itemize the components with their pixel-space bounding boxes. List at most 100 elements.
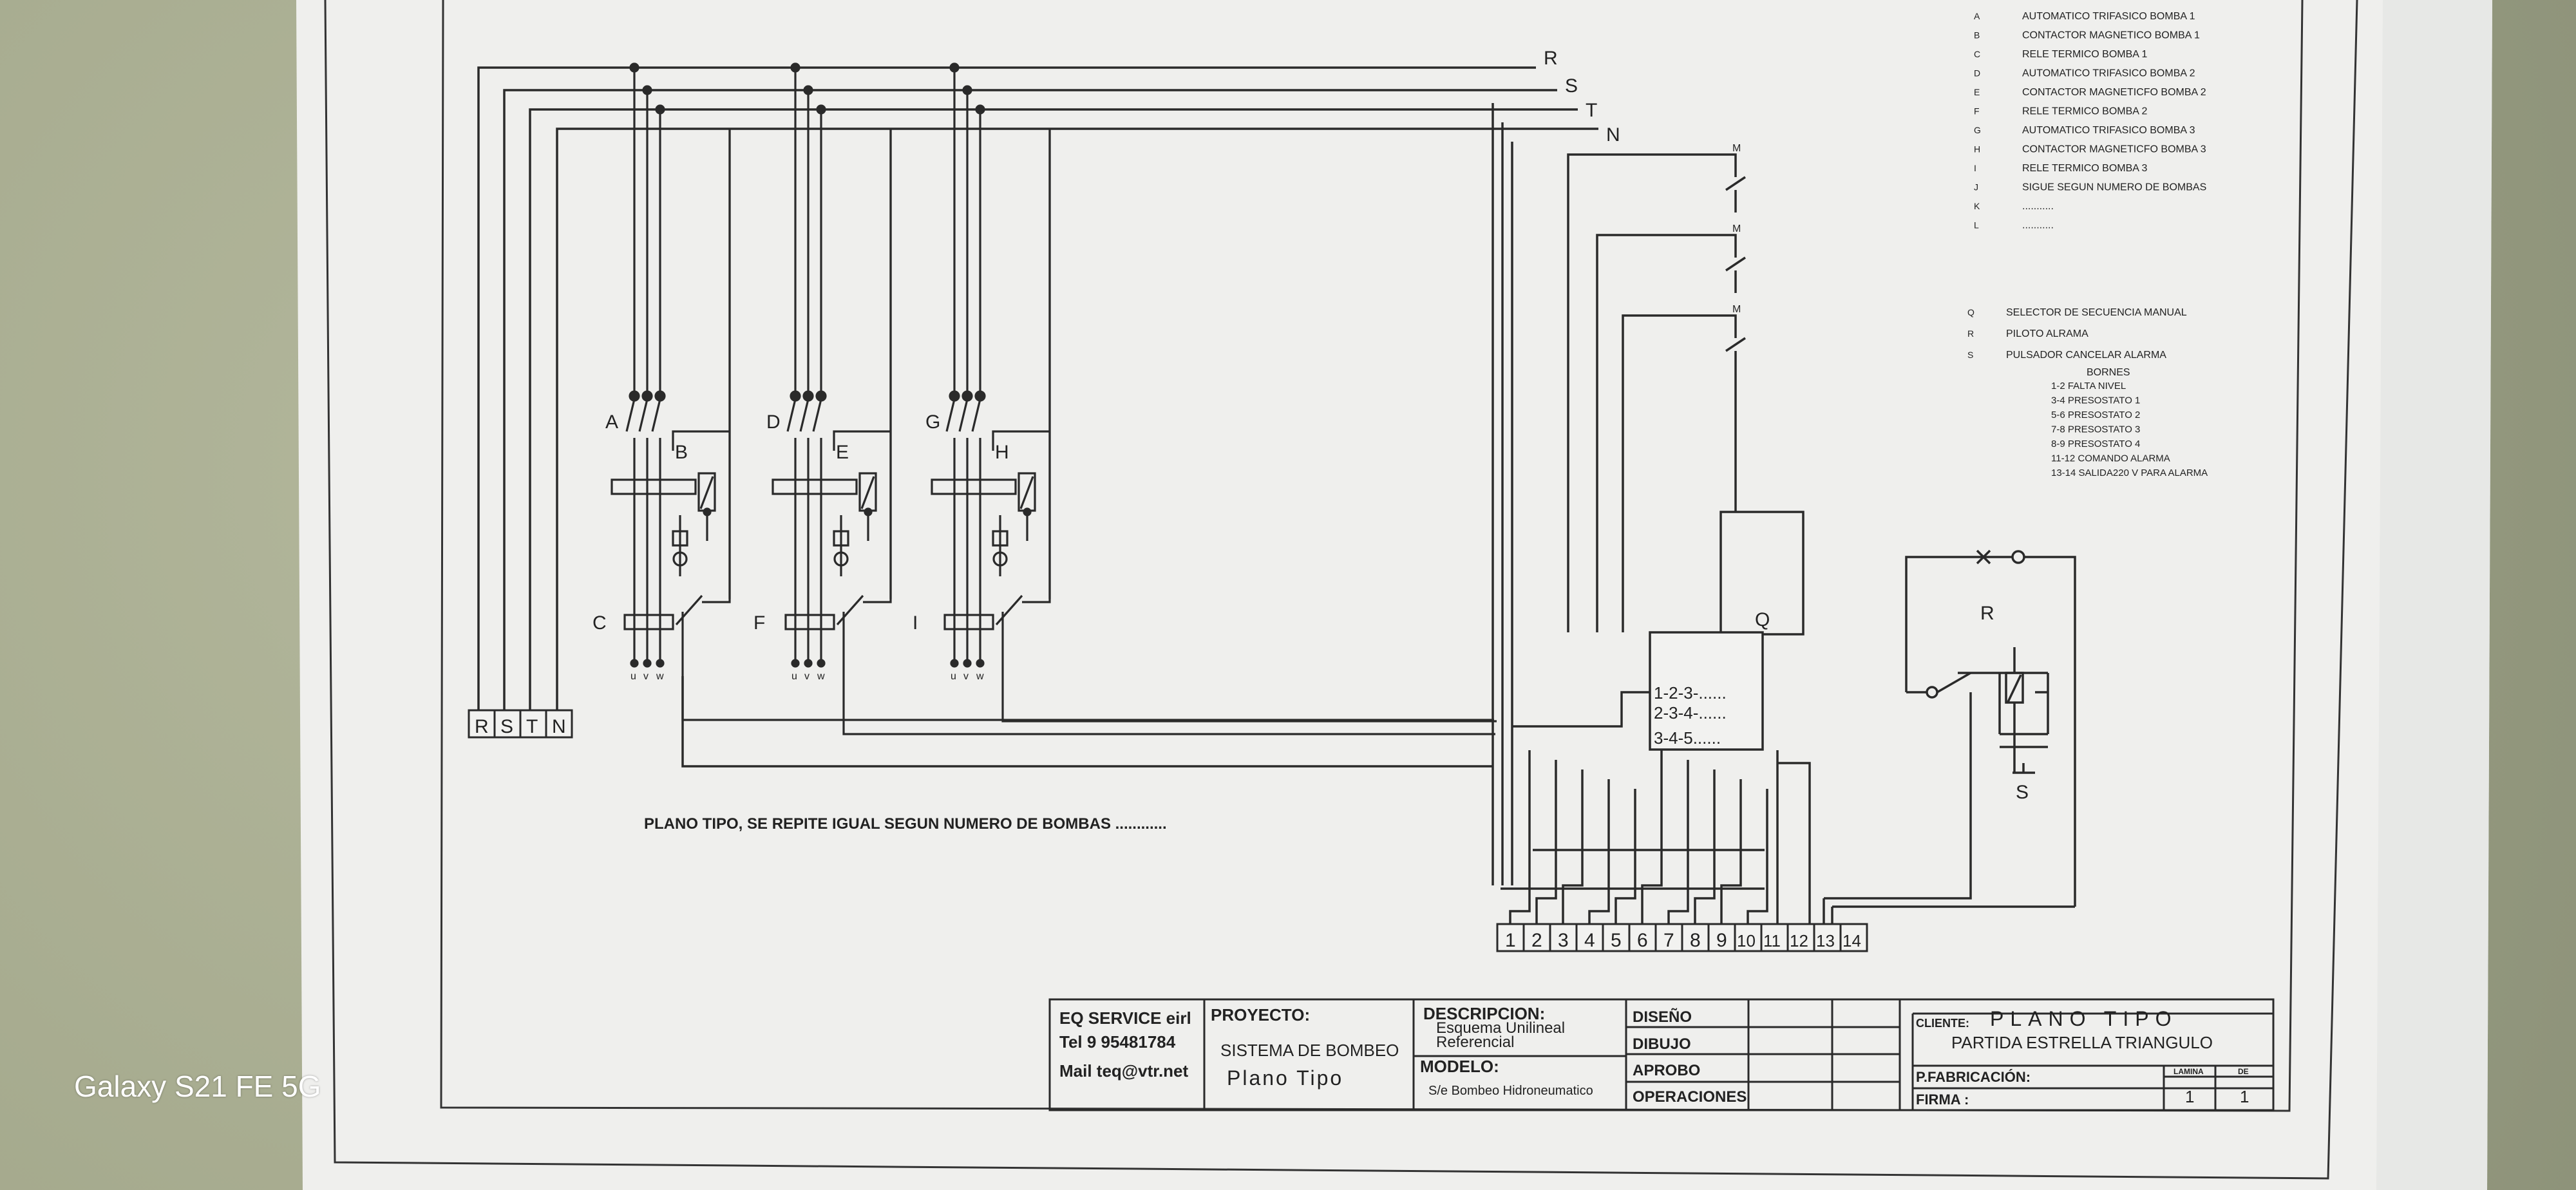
contactor-body (772, 478, 858, 495)
relay-contact (995, 594, 1023, 626)
title-block-text: EQ SERVICE eirl Tel 9 95481784 Mail teq@… (1059, 1004, 2249, 1108)
motor-switch (1725, 256, 1746, 272)
device-label: F (753, 612, 765, 634)
motor-label: M (1732, 143, 1741, 154)
motor-label: M (1732, 223, 1741, 234)
phase-label: R (1544, 48, 1558, 69)
legend-text: AUTOMATICO TRIFASICO BOMBA 2 (2022, 68, 2195, 79)
motor-terminal (817, 659, 826, 668)
label-s: S (2016, 782, 2029, 803)
terminal-label: S (500, 716, 513, 737)
legend-code: B (1974, 30, 1980, 41)
legend-code: Q (1967, 307, 1975, 317)
borne-wire (1509, 750, 1531, 924)
junction-dot (803, 85, 813, 95)
device-label: A (605, 411, 618, 433)
proyecto-value-2: Plano Tipo (1227, 1066, 1343, 1090)
modelo-value: S/e Bombeo Hidroneumatico (1428, 1084, 1593, 1098)
legend: A AUTOMATICO TRIFASICO BOMBA 1 B CONTACTOR … (1967, 11, 2208, 478)
borne-wire (1720, 779, 1742, 924)
breaker-contact (802, 390, 814, 402)
motor-terminal (950, 659, 959, 668)
control-wire (1001, 612, 1497, 722)
company-mail: Mail teq@vtr.net (1059, 1061, 1189, 1081)
phase-label: T (1586, 100, 1597, 121)
legend-text: AUTOMATICO TRIFASICO BOMBA 1 (2022, 11, 2195, 22)
motor-terminal (976, 659, 985, 668)
coil-dot (703, 507, 712, 516)
borne-wire (1667, 760, 1689, 924)
borne-label: 4 (1584, 930, 1595, 951)
legend-text: RELE TERMICO BOMBA 1 (2022, 49, 2148, 60)
modelo-label: MODELO: (1420, 1057, 1499, 1076)
proyecto-value-1: SISTEMA DE BOMBEO (1220, 1041, 1399, 1060)
bornes-item: 3-4 PRESOSTATO 1 (2051, 395, 2140, 406)
borne-label: 2 (1531, 930, 1542, 951)
motor-column: MMM (1567, 143, 1746, 632)
legend-code: S (1967, 350, 1973, 360)
junction-dot (816, 104, 826, 115)
borne-cell (1496, 923, 1525, 952)
legend-text: PILOTO ALRAMA (2006, 328, 2088, 339)
bornes-item: 7-8 PRESOSTATO 3 (2051, 424, 2140, 435)
selector-row-3: 3-4-5...... (1654, 728, 1721, 748)
paper-shade (2376, 0, 2492, 1190)
bornes-item: 5-6 PRESOSTATO 2 (2051, 410, 2140, 420)
descripcion-value-1: Esquema Unilineal (1436, 1019, 1565, 1037)
terminal-cell (545, 709, 573, 739)
terminal-label: T (526, 716, 538, 737)
motor-terminal (963, 659, 972, 668)
motor-terminal (804, 659, 813, 668)
bornes-item: 8-9 PRESOSTATO 4 (2051, 439, 2140, 449)
bornes-wiring (1501, 750, 1833, 927)
breaker-blade (945, 399, 956, 432)
borne-wire (1562, 770, 1584, 924)
terminal-label: N (552, 716, 566, 737)
borne-label: 10 (1737, 931, 1756, 950)
borne-wire (1777, 762, 1811, 924)
operaciones-label: OPERACIONES (1633, 1088, 1747, 1106)
descripcion-label: DESCRIPCION: (1423, 1004, 1545, 1023)
legend-text: RELE TERMICO BOMBA 3 (2022, 163, 2148, 174)
legend-text: ........... (2022, 220, 2054, 231)
breaker-blade (971, 399, 981, 432)
bus-line (477, 66, 1536, 720)
legend-text: AUTOMATICO TRIFASICO BOMBA 3 (2022, 125, 2195, 136)
proyecto-label: PROYECTO: (1211, 1005, 1310, 1025)
return-line (681, 676, 1493, 768)
breaker-contact (961, 390, 973, 402)
legend-code: R (1967, 328, 1974, 339)
title-block (1048, 998, 2275, 1111)
motor-terminal-label: w (976, 671, 984, 682)
dibujo-label: DIBUJO (1633, 1035, 1691, 1053)
thermal-relay (784, 614, 835, 630)
legend-text: CONTACTOR MAGNETICO BOMBA 1 (2022, 30, 2200, 41)
contactor-body (931, 478, 1017, 495)
legend-code: E (1974, 87, 1980, 97)
breaker-contact (629, 390, 640, 402)
device-label: I (913, 612, 918, 634)
borne-cell (1602, 923, 1631, 952)
cliente-value: PLANO TIPO (1990, 1007, 2177, 1030)
legend-code: C (1974, 49, 1980, 59)
descripcion-value-2: Referencial (1436, 1034, 1514, 1051)
legend-text: CONTACTOR MAGNETICFO BOMBA 3 (2022, 144, 2206, 155)
motor-terminal-label: v (643, 671, 649, 682)
alarm-circuit (1824, 549, 2076, 908)
borne-cell (1734, 923, 1763, 952)
motor-terminal-label: u (791, 671, 797, 682)
feeder-lines (1492, 103, 1650, 885)
junction-dot (790, 62, 800, 73)
bornes-title: BORNES (2087, 367, 2130, 378)
company-tel: Tel 9 95481784 (1059, 1032, 1176, 1052)
borne-cell (1522, 923, 1551, 952)
firma-label: FIRMA : (1916, 1091, 1969, 1108)
thermal-relay (623, 614, 674, 630)
borne-cell (1628, 923, 1657, 952)
device-label: G (925, 411, 940, 433)
legend-code: A (1974, 11, 1980, 21)
